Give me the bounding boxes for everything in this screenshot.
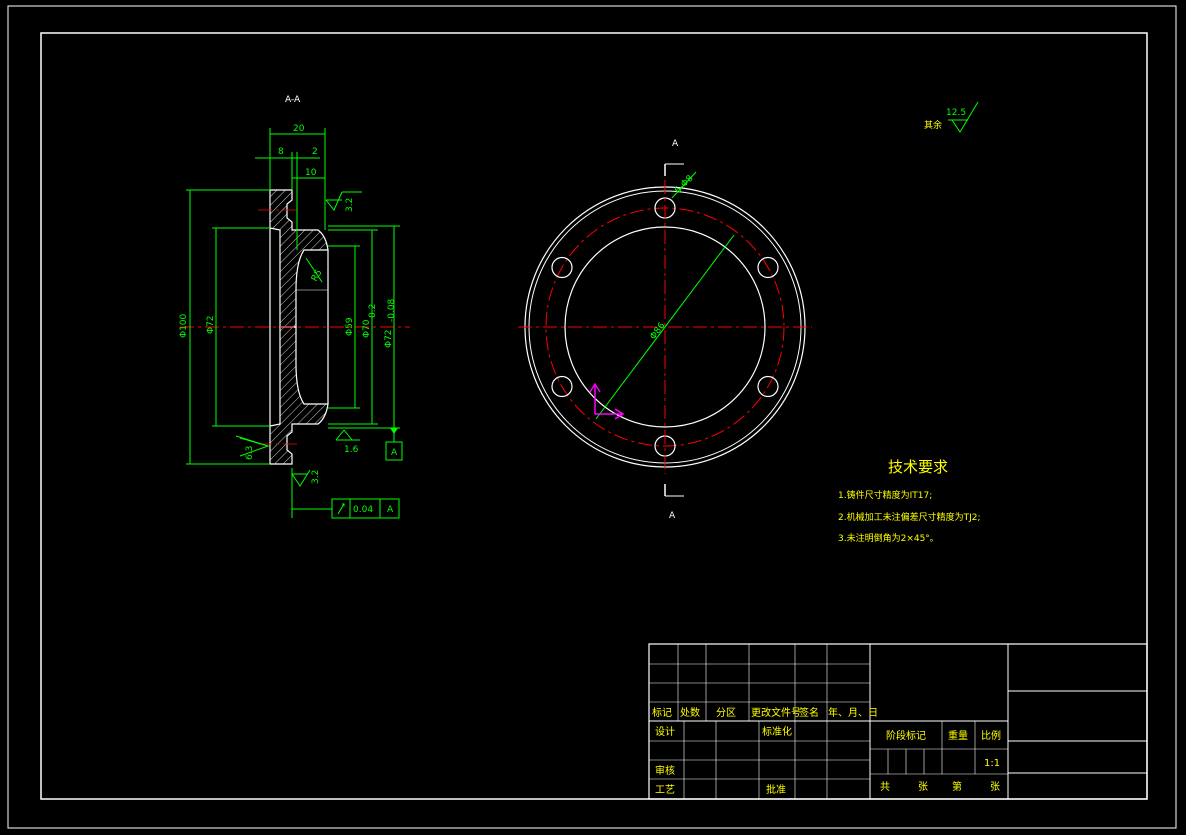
svg-text:审核: 审核 — [655, 764, 675, 777]
svg-text:工艺: 工艺 — [655, 784, 675, 796]
svg-text:共: 共 — [880, 781, 890, 793]
svg-text:张: 张 — [918, 781, 928, 793]
section-mark-top: A — [664, 139, 684, 176]
tech-item-3: 3.未注明倒角为2×45°。 — [838, 532, 939, 544]
svg-text:年、月、日: 年、月、日 — [828, 706, 878, 719]
roughness-symbol-top: 3.2 — [325, 191, 362, 212]
roughness-note: 其余 12.5 — [924, 101, 979, 133]
dim-dia-70-tol: 0.2 — [368, 304, 378, 318]
tech-requirements: 技术要求 1.铸件尺寸精度为IT17; 2.机械加工未注偏差尺寸精度为TJ2; … — [838, 458, 981, 544]
inner-frame — [40, 32, 1148, 800]
svg-text:A: A — [391, 448, 398, 458]
svg-text:1.6: 1.6 — [344, 445, 359, 455]
tech-title: 技术要求 — [888, 458, 948, 476]
dim-right: 2 — [312, 147, 318, 157]
svg-text:批准: 批准 — [766, 783, 786, 796]
svg-text:比例: 比例 — [981, 729, 1001, 742]
dim-dia-72: Φ72 — [384, 329, 394, 348]
section-view: A-A 20 8 2 10 Φ100 — [179, 95, 410, 519]
ucs-icon — [589, 382, 625, 420]
svg-text:第: 第 — [952, 780, 962, 793]
svg-text:6.3: 6.3 — [245, 446, 255, 460]
roughness-symbol-left: 6.3 — [235, 435, 270, 460]
svg-text:3.2: 3.2 — [345, 198, 355, 212]
dim-dia-inner: Φ59 — [345, 317, 355, 336]
tech-item-2: 2.机械加工未注偏差尺寸精度为TJ2; — [838, 511, 981, 523]
tech-item-1: 1.铸件尺寸精度为IT17; — [838, 489, 932, 501]
dim-width: 20 — [293, 124, 305, 134]
dim-radius: R5 — [310, 268, 325, 283]
svg-text:分区: 分区 — [716, 707, 736, 719]
svg-text:更改文件号: 更改文件号 — [751, 706, 801, 719]
svg-text:A: A — [387, 505, 394, 515]
svg-text:标准化: 标准化 — [762, 725, 792, 738]
gtol-frame: 0.04 A — [291, 468, 400, 519]
dim-dia-bore: Φ72 — [206, 315, 216, 334]
svg-text:0.04: 0.04 — [353, 505, 373, 515]
dim-left: 8 — [278, 147, 284, 157]
roughness-symbol-mid: 1.6 — [335, 429, 360, 455]
svg-text:重量: 重量 — [948, 729, 968, 742]
dim-step: 10 — [305, 168, 317, 178]
svg-text:其余: 其余 — [924, 119, 942, 131]
svg-text:处数: 处数 — [680, 706, 700, 719]
svg-text:12.5: 12.5 — [946, 108, 966, 118]
svg-text:标记: 标记 — [652, 707, 672, 719]
dim-dia-72-tol: -0.08 — [387, 298, 397, 322]
section-label: A-A — [285, 95, 301, 105]
part-section-lower — [269, 326, 329, 465]
svg-text:签名: 签名 — [799, 706, 819, 719]
dim-dia-70: Φ70 — [362, 319, 372, 338]
part-section-upper — [269, 189, 329, 328]
svg-text:A: A — [672, 139, 679, 149]
inner-bore-circle — [564, 226, 766, 428]
svg-text:阶段标记: 阶段标记 — [886, 729, 926, 742]
svg-text:张: 张 — [990, 781, 1000, 793]
outer-frame — [7, 5, 1177, 829]
section-mark-bottom: A — [664, 484, 684, 521]
svg-text:3.2: 3.2 — [311, 470, 321, 484]
svg-text:A: A — [669, 511, 676, 521]
svg-text:设计: 设计 — [655, 725, 675, 738]
title-block: 标记 处数 分区 更改文件号 签名 年、月、日 设计 标准化 审核 工艺 批准 … — [648, 643, 1148, 800]
datum-feature: A — [385, 428, 403, 461]
dim-dia-outer: Φ100 — [179, 313, 189, 338]
svg-text:1:1: 1:1 — [984, 758, 1000, 769]
front-view: A A Φ86 6-Φ8 — [518, 139, 812, 521]
roughness-symbol-bottom: 3.2 — [291, 470, 321, 487]
